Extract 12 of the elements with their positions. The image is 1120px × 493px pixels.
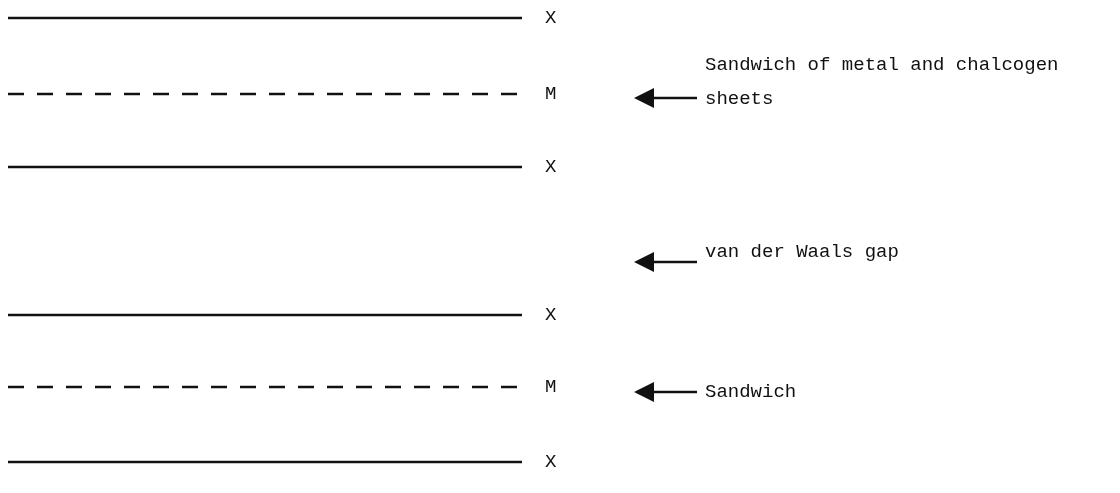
arrow [634,382,697,402]
arrow [634,88,697,108]
layer-label: X [545,155,557,180]
layer-label: M [545,375,557,400]
annotation-text: van der Waals gap [705,235,1105,269]
layer-label: X [545,450,557,475]
layer-label: M [545,82,557,107]
annotation-text: Sandwich [705,375,1105,409]
arrow [634,252,697,272]
layer-label: X [545,6,557,31]
layer-label: X [545,303,557,328]
annotation-text: Sandwich of metal and chalcogen sheets [705,48,1105,116]
